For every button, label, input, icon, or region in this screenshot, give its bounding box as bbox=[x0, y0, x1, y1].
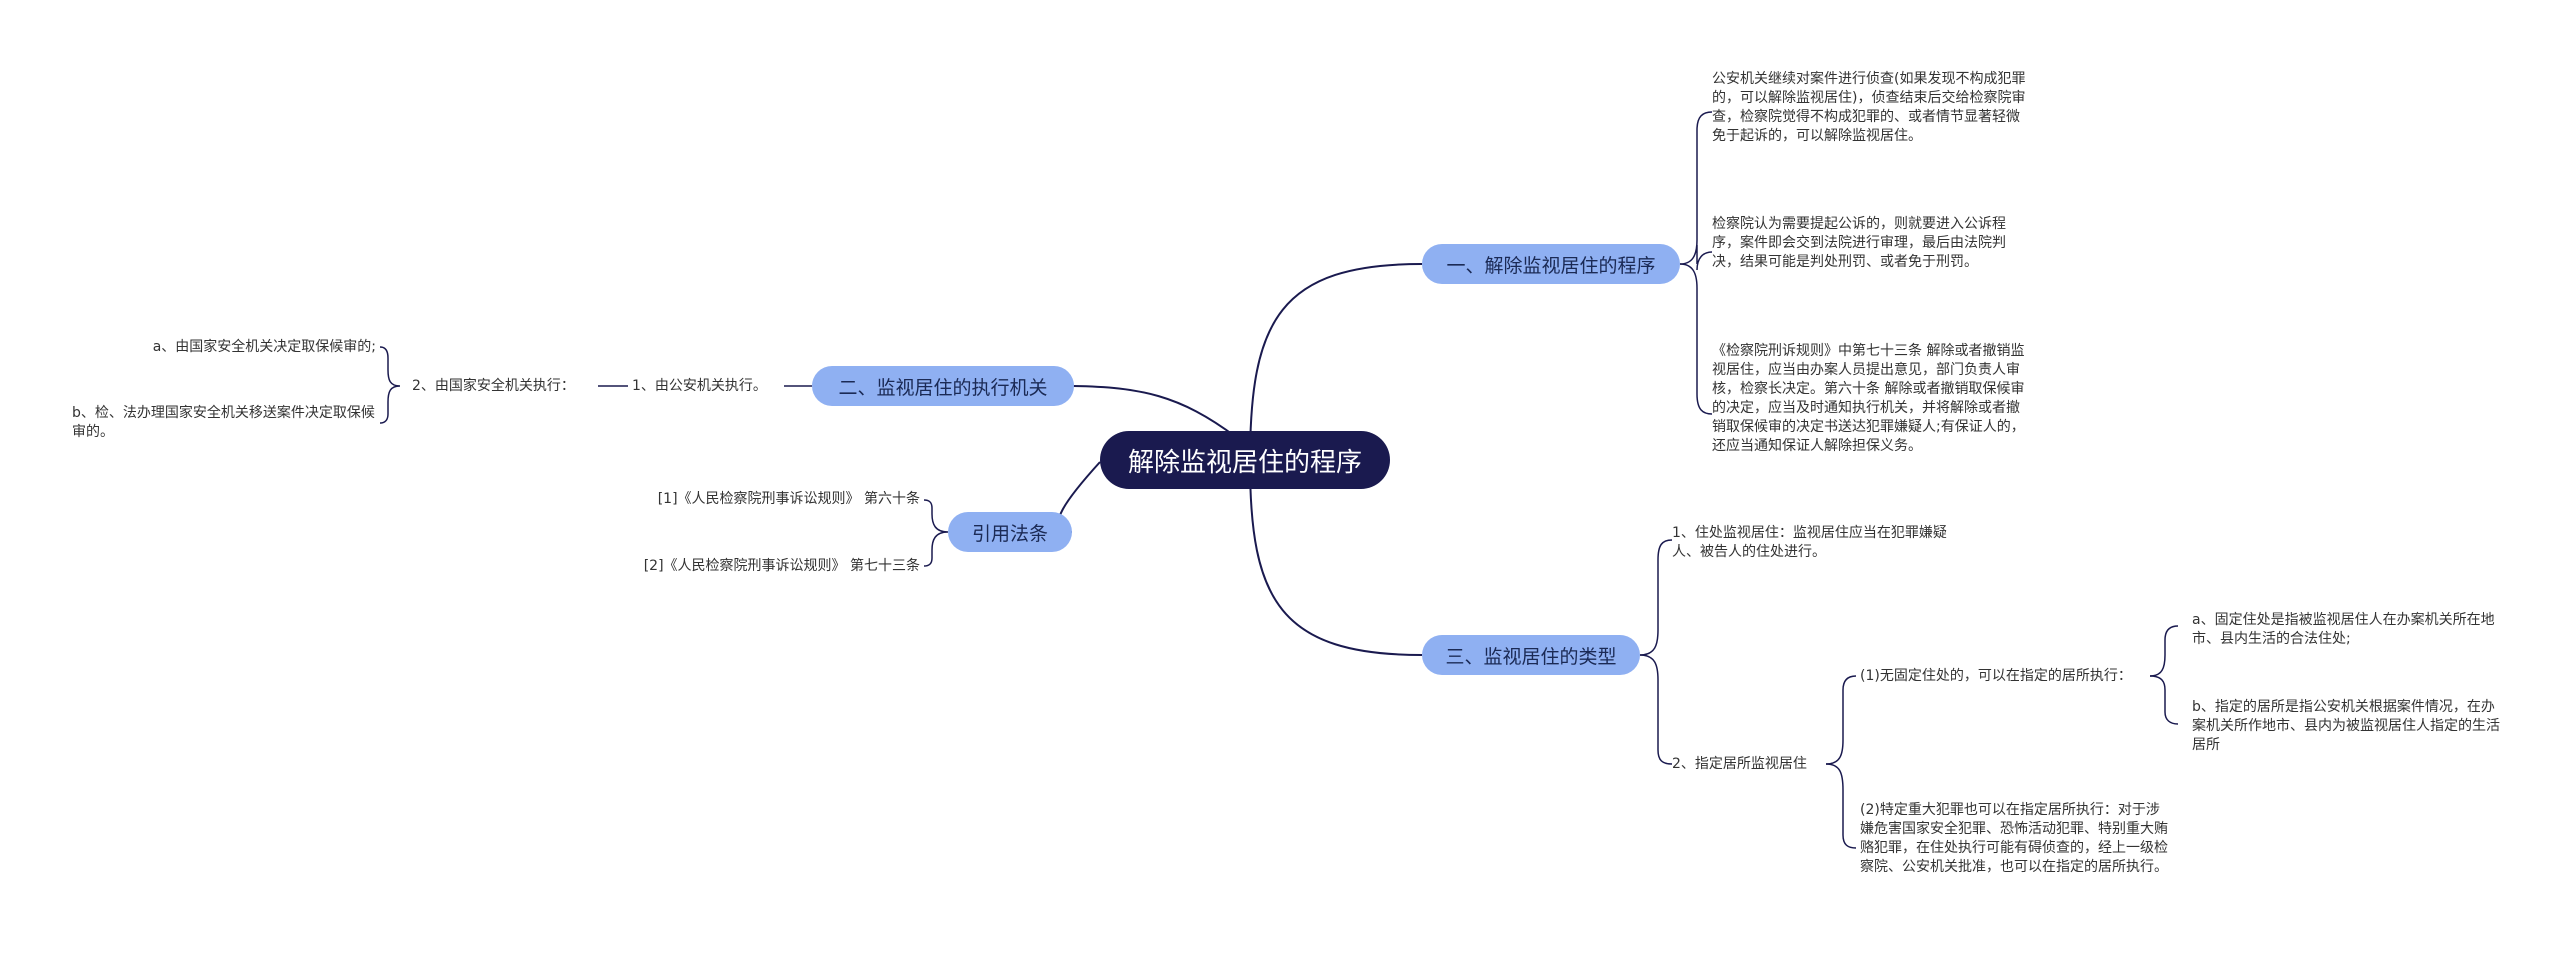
b2-grandchild: 2、由国家安全机关执行： bbox=[412, 378, 575, 394]
link-root-b2 bbox=[1072, 385, 1237, 438]
b1-item-3: 《检察院刑诉规则》中第七十三条 解除或者撤销监视居住，应当由办案人员提出意见，部… bbox=[1712, 343, 2025, 454]
bracket-b3 bbox=[923, 499, 949, 567]
bracket-b1 bbox=[1679, 111, 1713, 415]
b2-child: 1、由公安机关执行。 bbox=[632, 378, 767, 394]
branch-executing-authority[interactable]: 二、监视居住的执行机关 bbox=[812, 366, 1074, 406]
b4-leaf-b: b、指定的居所是指公安机关根据案件情况，在办案机关所作地市、县内为被监视居住人指… bbox=[2192, 699, 2500, 753]
root-node[interactable]: 解除监视居住的程序 bbox=[1100, 431, 1390, 489]
branch-label: 三、监视居住的类型 bbox=[1445, 645, 1617, 668]
b2-leaf-b: b、检、法办理国家安全机关移送案件决定取保候审的。 bbox=[72, 405, 375, 440]
b1-item-2: 检察院认为需要提起公诉的，则就要进入公诉程序，案件即会交到法院进行审理，最后由法… bbox=[1712, 216, 2006, 270]
branch-release-procedure[interactable]: 一、解除监视居住的程序 bbox=[1422, 244, 1680, 284]
bracket-c2a bbox=[2149, 625, 2179, 725]
branch-label: 二、监视居住的执行机关 bbox=[838, 376, 1048, 399]
branch-cited-laws[interactable]: 引用法条 bbox=[948, 512, 1072, 552]
b4-residence: 1、住处监视居住：监视居住应当在犯罪嫌疑人、被告人的住处进行。 bbox=[1672, 525, 1947, 560]
b3-item-1: [1]《人民检察院刑事诉讼规则》 第六十条 bbox=[657, 491, 920, 507]
root-label: 解除监视居住的程序 bbox=[1127, 447, 1362, 478]
bracket-b2 bbox=[379, 346, 401, 424]
bracket-b4 bbox=[1639, 539, 1673, 765]
branch-label: 一、解除监视居住的程序 bbox=[1446, 254, 1656, 277]
branch-types[interactable]: 三、监视居住的类型 bbox=[1422, 635, 1640, 675]
b4-leaf-a: a、固定住处是指被监视居住人在办案机关所在地市、县内生活的合法住处; bbox=[2192, 612, 2495, 647]
branch-label: 引用法条 bbox=[971, 522, 1048, 545]
link-root-b1 bbox=[1249, 263, 1423, 463]
b4-major-crimes: (2)特定重大犯罪也可以在指定居所执行：对于涉嫌危害国家安全犯罪、恐怖活动犯罪、… bbox=[1860, 802, 2168, 875]
link-root-b4 bbox=[1249, 461, 1423, 656]
b1-item-1: 公安机关继续对案件进行侦查(如果发现不构成犯罪的，可以解除监视居住)，侦查结束后… bbox=[1712, 71, 2026, 144]
b4-no-fixed-residence: (1)无固定住处的，可以在指定的居所执行： bbox=[1860, 668, 2132, 684]
b4-designated: 2、指定居所监视居住 bbox=[1672, 756, 1807, 772]
b3-item-2: [2]《人民检察院刑事诉讼规则》 第七十三条 bbox=[643, 558, 920, 574]
bracket-c2 bbox=[1825, 675, 1857, 849]
b2-leaf-a: a、由国家安全机关决定取保候审的; bbox=[152, 339, 376, 355]
